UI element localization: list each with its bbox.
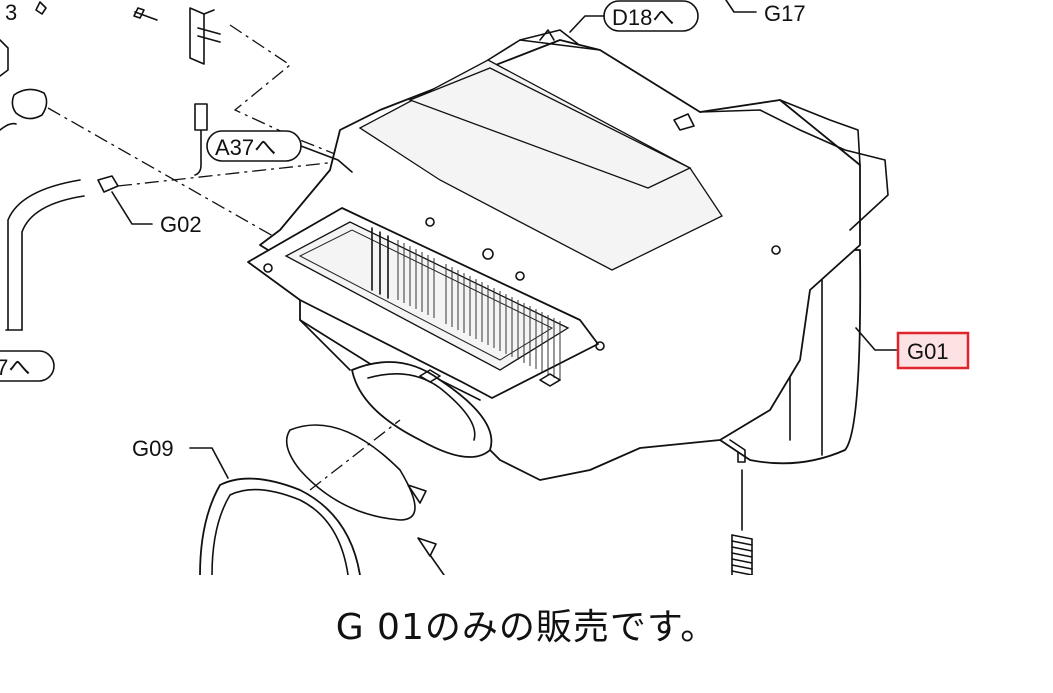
centerline-left bbox=[47, 107, 281, 241]
label-g01-highlight: G01 bbox=[855, 327, 970, 370]
centerline-clip bbox=[117, 159, 356, 187]
filter-fins bbox=[397, 240, 561, 381]
svg-text:D07へ: D07へ bbox=[0, 355, 30, 380]
g01-highlight-box bbox=[896, 331, 970, 370]
top-left-parts: 3 bbox=[0, 0, 351, 331]
label-g09: G09 bbox=[132, 436, 229, 479]
caption-sold-separately: G 01のみの販売です。 bbox=[335, 607, 718, 648]
svg-text:G09: G09 bbox=[132, 436, 174, 461]
svg-text:G17: G17 bbox=[764, 1, 806, 26]
exploded-parts-diagram: 3 bbox=[0, 0, 970, 575]
label-g17: G17 bbox=[725, 0, 806, 26]
svg-text:A37へ: A37へ bbox=[215, 135, 276, 160]
label-d07: D07へ bbox=[0, 350, 55, 382]
part-number-3: 3 bbox=[5, 0, 17, 25]
label-d18: D18へ bbox=[569, 0, 699, 33]
svg-text:G02: G02 bbox=[160, 212, 202, 237]
label-a37: A37へ bbox=[206, 130, 353, 173]
g01-label: G01 bbox=[907, 339, 949, 364]
spring bbox=[731, 469, 753, 575]
g01-housing bbox=[247, 29, 889, 481]
label-g02: G02 bbox=[111, 191, 202, 237]
g09-cover bbox=[199, 419, 445, 575]
svg-text:D18へ: D18へ bbox=[612, 5, 674, 30]
